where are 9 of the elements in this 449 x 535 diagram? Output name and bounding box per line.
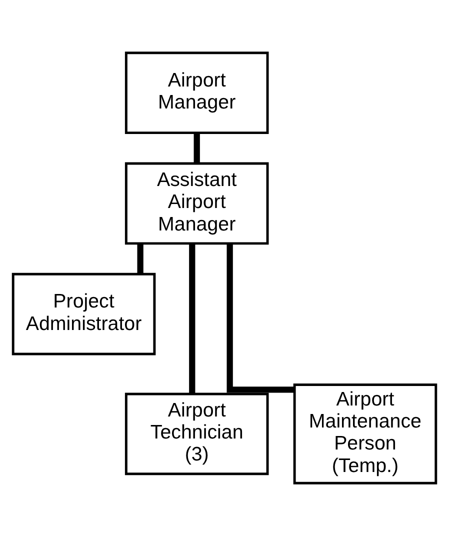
connector [194,132,200,163]
node-box: Assistant Airport Manager [124,162,269,244]
connector [137,243,144,274]
node-box: Project Administrator [12,272,156,355]
node-box: Airport Technician (3) [124,392,269,475]
node-box: Airport Maintenance Person (Temp.) [293,383,438,484]
connector [226,242,294,392]
node-box: Airport Manager [124,51,269,134]
connector [189,243,196,394]
